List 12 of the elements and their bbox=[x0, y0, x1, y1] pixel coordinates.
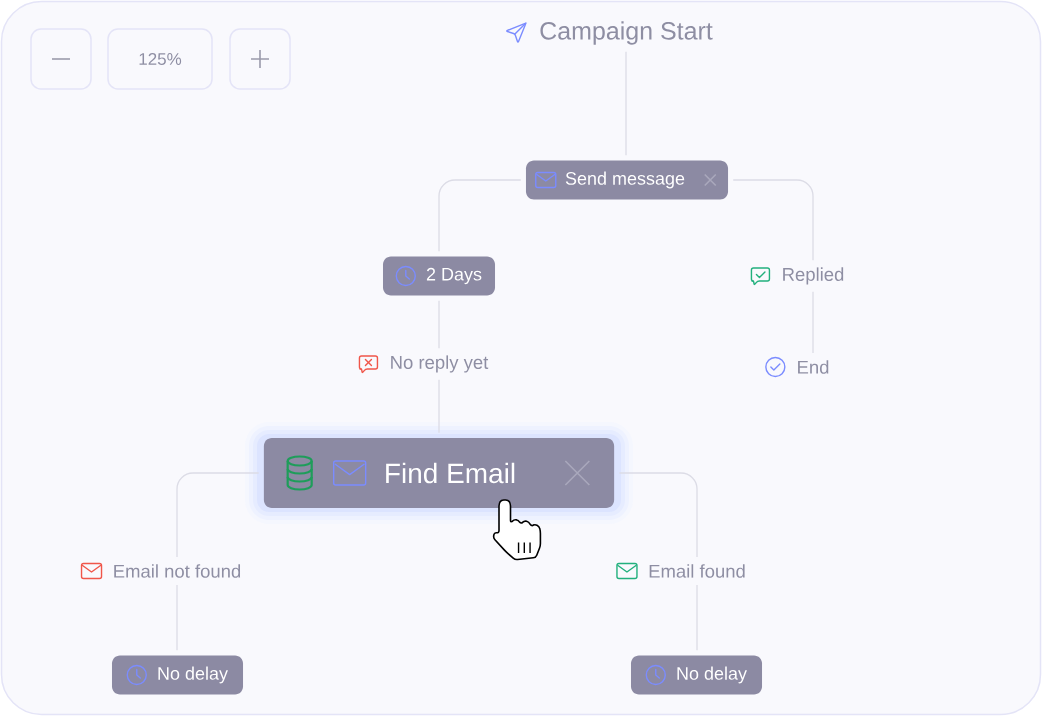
branch-label: No reply yet bbox=[391, 355, 489, 373]
branch-label: Replied bbox=[783, 267, 844, 285]
branch-label: Email found bbox=[649, 564, 745, 578]
delay-box: 2 Days bbox=[383, 256, 495, 296]
zoom-level-field: 125% bbox=[107, 28, 213, 90]
delay-box: No delay bbox=[631, 655, 763, 695]
action-box: Send message bbox=[525, 160, 729, 200]
start-label: Campaign Start bbox=[540, 21, 713, 45]
branch-label: End bbox=[798, 360, 829, 374]
delay-box: No delay bbox=[112, 655, 244, 695]
branch-label: Email not found bbox=[114, 564, 241, 578]
action-box: Find Email bbox=[263, 438, 615, 508]
